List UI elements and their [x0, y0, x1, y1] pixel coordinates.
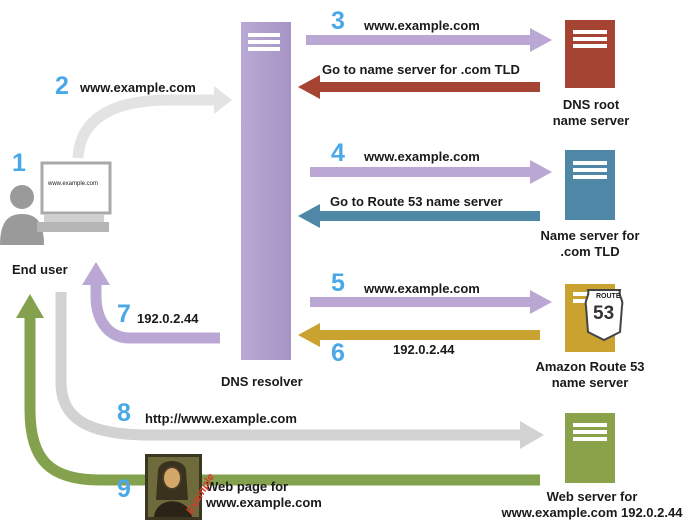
step-number-6: 6	[331, 339, 345, 367]
step-4-label: www.example.com	[364, 149, 480, 164]
step-number-4: 4	[331, 139, 345, 167]
arrow-step-3	[306, 35, 532, 45]
arrow-step-4	[310, 167, 532, 177]
tld-label: Name server for .com TLD	[540, 228, 640, 259]
arrow-step-6	[318, 330, 540, 340]
route53-server-icon	[565, 284, 624, 352]
root-reply-label: Go to name server for .com TLD	[322, 62, 520, 77]
web-page-thumbnail	[145, 454, 202, 520]
tld-server-icon	[565, 150, 615, 220]
step-number-8: 8	[117, 399, 131, 427]
step-6-label: 192.0.2.44	[393, 342, 455, 357]
arrow-step-5-head	[530, 290, 552, 314]
dns-root-label: DNS root name server	[552, 97, 630, 128]
end-user-icon	[0, 185, 44, 245]
arrow-step-5	[310, 297, 532, 307]
laptop-screen-text: www.example.com	[48, 181, 99, 187]
end-user-label: End user	[12, 262, 68, 277]
arrow-tld-reply-head	[298, 204, 320, 228]
web-server-icon	[565, 413, 615, 483]
step-number-2: 2	[55, 72, 69, 100]
arrow-step-8-head	[520, 421, 544, 449]
step-number-9: 9	[117, 475, 131, 503]
route53-badge-text: ROUTE	[596, 293, 621, 300]
tld-reply-label: Go to Route 53 name server	[330, 194, 503, 209]
arrow-step-7	[90, 282, 220, 344]
arrow-step-3-head	[530, 28, 552, 52]
arrow-step-8	[55, 292, 522, 441]
arrow-step-9-head	[16, 294, 44, 318]
dns-resolver-icon	[241, 22, 291, 360]
arrow-root-reply	[318, 82, 540, 92]
step-number-3: 3	[331, 7, 345, 35]
step-2-label: www.example.com	[80, 80, 196, 95]
arrow-root-reply-head	[298, 75, 320, 99]
dns-root-server-icon	[565, 20, 615, 88]
step-8-label: http://www.example.com	[145, 411, 297, 426]
step-number-1: 1	[12, 149, 26, 177]
step-7-label: 192.0.2.44	[137, 311, 199, 326]
step-number-7: 7	[117, 300, 131, 328]
arrow-tld-reply	[318, 211, 540, 221]
arrow-step-4-head	[530, 160, 552, 184]
step-3-label: www.example.com	[364, 18, 480, 33]
web-server-label: Web server for www.example.com 192.0.2.4…	[501, 489, 683, 520]
route53-badge-number: 53	[593, 303, 615, 324]
route53-label: Amazon Route 53 name server	[535, 359, 645, 390]
step-number-5: 5	[331, 269, 345, 297]
laptop-icon	[37, 161, 112, 232]
arrow-step-2	[72, 94, 218, 159]
arrow-step-2-head	[214, 86, 232, 114]
step-9-label: Web page for www.example.com	[206, 479, 322, 510]
dns-resolver-label: DNS resolver	[221, 374, 303, 389]
arrow-step-7-head	[82, 262, 110, 285]
step-5-label: www.example.com	[364, 281, 480, 296]
arrow-step-6-head	[298, 323, 320, 347]
arrow-step-9	[24, 318, 540, 486]
